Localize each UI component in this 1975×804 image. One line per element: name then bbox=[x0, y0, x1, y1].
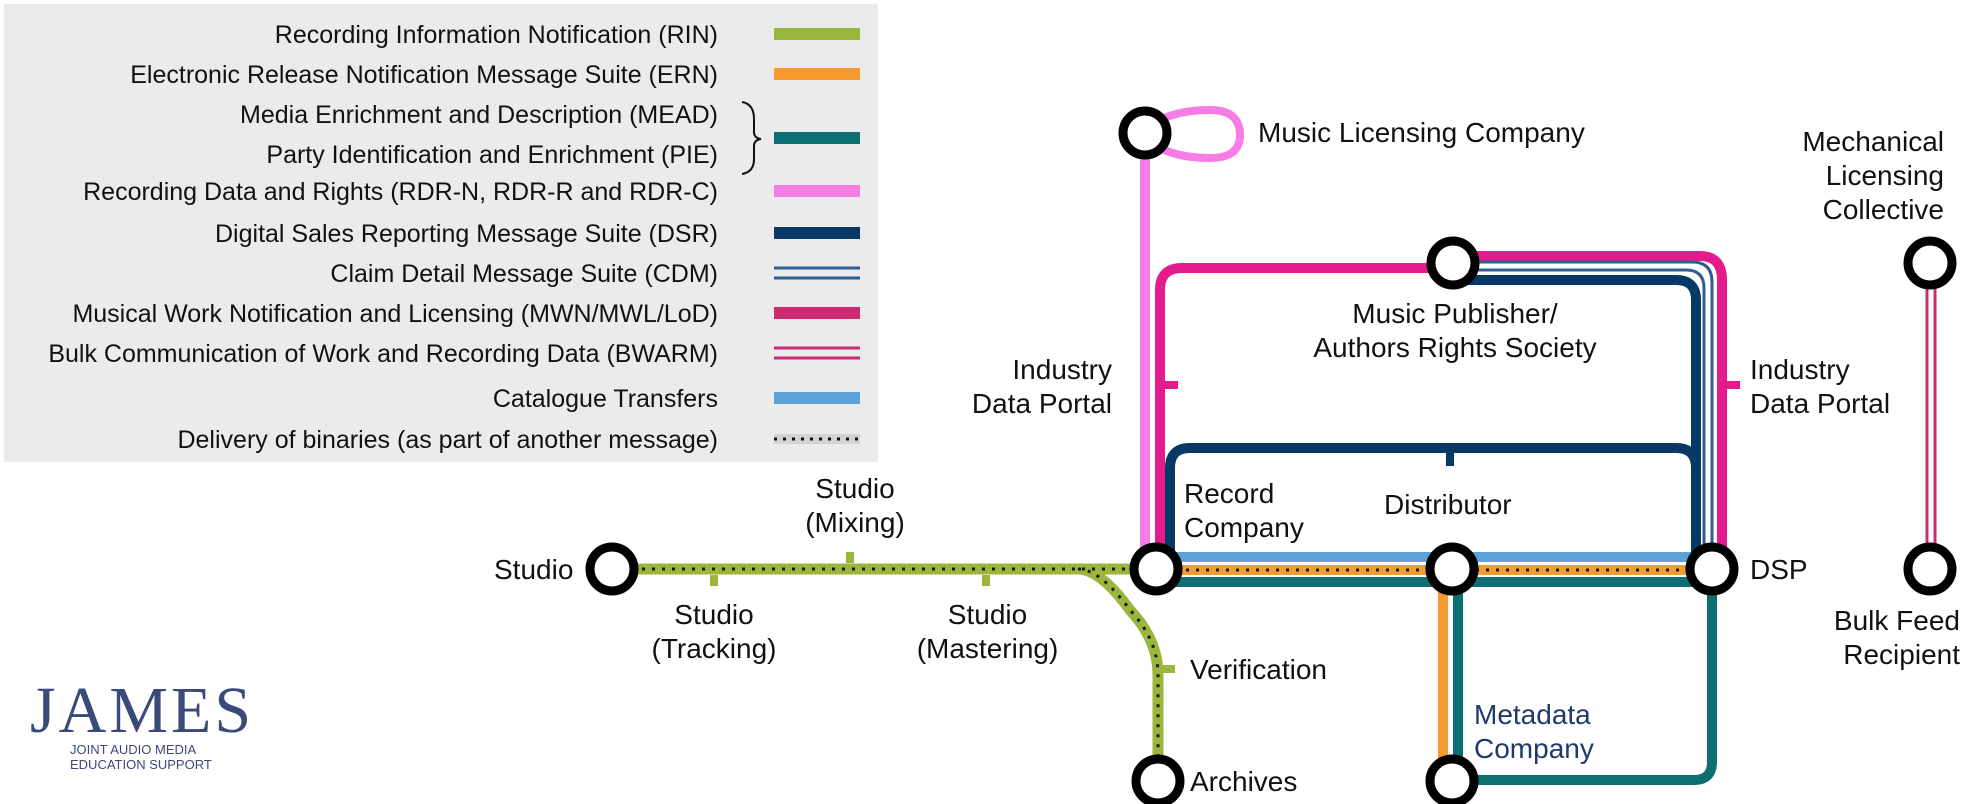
label-mechanical-line1: Mechanical bbox=[1802, 126, 1944, 157]
label-bulk-feed-line1: Bulk Feed bbox=[1833, 605, 1960, 636]
label-studio-mastering-line1: Studio bbox=[947, 599, 1028, 630]
label-studio-mastering-line2: (Mastering) bbox=[916, 633, 1059, 664]
station-archives bbox=[1131, 754, 1185, 804]
label-metadata-company: Metadata Company bbox=[1474, 698, 1594, 766]
label-studio: Studio bbox=[494, 554, 574, 585]
label-music-publisher: Music Publisher/ Authors Rights Society bbox=[1250, 297, 1660, 365]
label-studio-tracking-line1: Studio bbox=[674, 599, 754, 630]
legend-label-catalogue: Catalogue Transfers bbox=[492, 385, 718, 413]
label-studio-mixing-line2: (Mixing) bbox=[805, 507, 905, 538]
label-mechanical-line3: Collective bbox=[1822, 194, 1944, 225]
label-publisher-line2: Authors Rights Society bbox=[1313, 332, 1597, 363]
label-record-company-line2: Company bbox=[1184, 512, 1304, 543]
label-studio-mixing-line1: Studio bbox=[815, 473, 895, 504]
label-bulk-feed-recipient: Bulk Feed Recipient bbox=[1780, 604, 1960, 672]
line-mwn-right bbox=[1453, 251, 1727, 560]
logo-subtitle-line2: EDUCATION SUPPORT bbox=[70, 757, 212, 772]
label-dsp: DSP bbox=[1750, 554, 1808, 585]
label-industry-data-portal-left: Industry Data Portal bbox=[960, 353, 1112, 421]
legend-label-mead: Media Enrichment and Description (MEAD) bbox=[240, 101, 718, 129]
label-distributor: Distributor bbox=[1384, 489, 1512, 520]
station-music-licensing-company bbox=[1118, 106, 1172, 160]
label-idp-left-line2: Data Portal bbox=[971, 388, 1112, 419]
legend-label-binaries: Delivery of binaries (as part of another… bbox=[177, 426, 718, 454]
line-rin-verification bbox=[1077, 563, 1164, 785]
label-music-licensing-company: Music Licensing Company bbox=[1258, 117, 1585, 148]
legend-label-cdm: Claim Detail Message Suite (CDM) bbox=[330, 260, 718, 288]
station-music-publisher bbox=[1426, 236, 1480, 290]
label-metadata-line2: Company bbox=[1474, 733, 1594, 764]
label-publisher-line1: Music Publisher/ bbox=[1352, 298, 1558, 329]
legend: Recording Information Notification (RIN)… bbox=[4, 4, 878, 462]
legend-label-rin: Recording Information Notification (RIN) bbox=[274, 21, 718, 49]
james-logo: JAMES JOINT AUDIO MEDIA EDUCATION SUPPOR… bbox=[30, 674, 255, 773]
label-studio-tracking: Studio (Tracking) bbox=[634, 598, 794, 666]
label-industry-data-portal-right: Industry Data Portal bbox=[1750, 353, 1890, 421]
label-mechanical-licensing-collective: Mechanical Licensing Collective bbox=[1772, 125, 1944, 227]
label-idp-right-line1: Industry bbox=[1750, 354, 1850, 385]
station-mechanical-licensing-collective bbox=[1903, 236, 1957, 290]
logo-title: JAMES bbox=[30, 674, 255, 747]
legend-label-dsr: Digital Sales Reporting Message Suite (D… bbox=[215, 220, 718, 248]
line-mead-metadata bbox=[1453, 580, 1717, 785]
station-bulk-feed-recipient bbox=[1903, 542, 1957, 596]
station-metadata-company bbox=[1425, 754, 1479, 804]
label-bulk-feed-line2: Recipient bbox=[1843, 639, 1960, 670]
legend-label-ern: Electronic Release Notification Message … bbox=[130, 61, 718, 89]
label-studio-mastering: Studio (Mastering) bbox=[900, 598, 1075, 666]
label-archives: Archives bbox=[1190, 766, 1298, 797]
line-rdr-loop bbox=[1158, 105, 1245, 163]
label-verification: Verification bbox=[1190, 654, 1327, 685]
label-record-company-line1: Record bbox=[1184, 478, 1275, 509]
logo-subtitle-line1: JOINT AUDIO MEDIA bbox=[70, 742, 197, 757]
line-dsr-publisher bbox=[1453, 275, 1701, 560]
line-cdm-outer bbox=[1453, 260, 1714, 560]
legend-label-rdr: Recording Data and Rights (RDR-N, RDR-R … bbox=[83, 178, 718, 206]
label-record-company: Record Company bbox=[1184, 477, 1304, 545]
legend-label-bwarm: Bulk Communication of Work and Recording… bbox=[48, 340, 718, 368]
label-idp-right-line2: Data Portal bbox=[1750, 388, 1891, 419]
label-idp-left-line1: Industry bbox=[1012, 354, 1112, 385]
station-studio bbox=[585, 542, 639, 596]
label-studio-tracking-line2: (Tracking) bbox=[651, 633, 777, 664]
station-record-company bbox=[1129, 542, 1183, 596]
legend-label-mwn: Musical Work Notification and Licensing … bbox=[72, 300, 718, 328]
legend-brace bbox=[741, 101, 762, 175]
station-dsp bbox=[1685, 542, 1739, 596]
legend-swatches bbox=[741, 28, 860, 444]
line-cdm-inner bbox=[1453, 268, 1706, 560]
label-metadata-line1: Metadata bbox=[1474, 699, 1591, 730]
label-studio-mixing: Studio (Mixing) bbox=[780, 472, 930, 540]
legend-label-pie: Party Identification and Enrichment (PIE… bbox=[266, 141, 718, 169]
station-distributor bbox=[1425, 542, 1479, 596]
line-mwn bbox=[1155, 263, 1453, 560]
label-mechanical-line2: Licensing bbox=[1825, 160, 1944, 191]
